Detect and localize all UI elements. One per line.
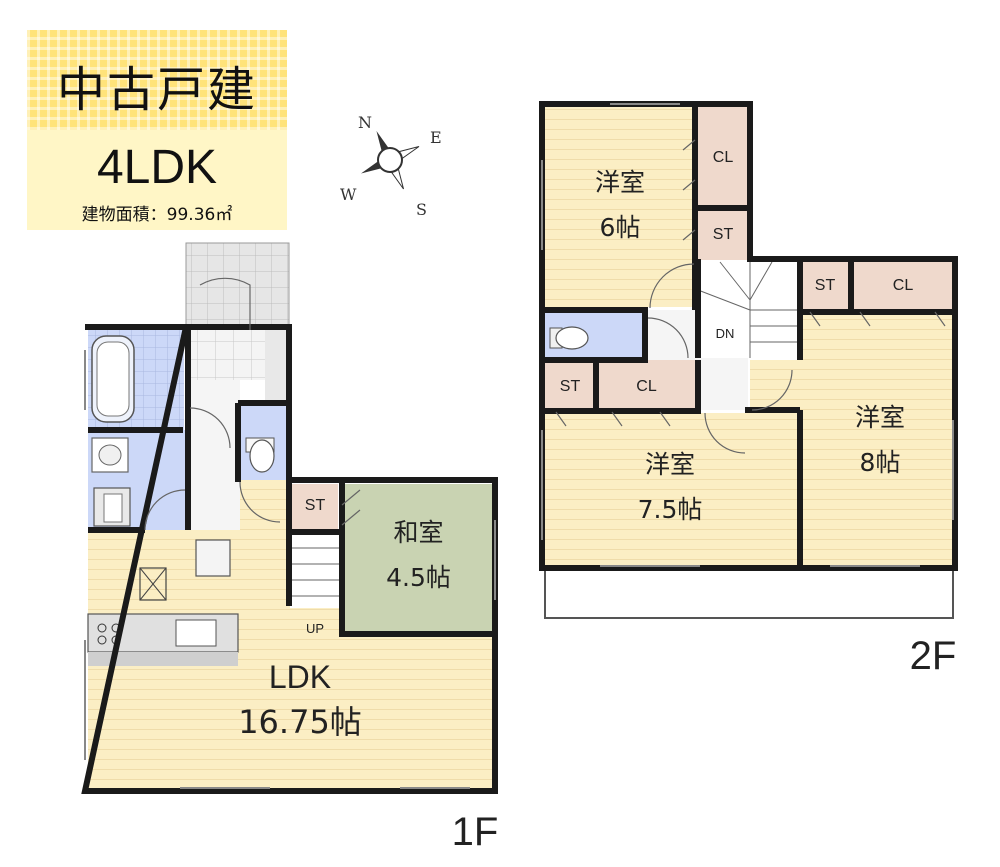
closet-lower [598,360,695,410]
entrance [190,330,265,380]
storage-right [800,262,850,310]
label-floor-2f: 2F [909,634,957,678]
label-st-1f: ST [304,497,326,514]
washitsu [345,484,492,634]
porch [185,242,290,329]
storage-1f [292,484,338,530]
storage-upper [698,210,748,260]
badge-bottom [27,130,287,230]
fridge-space [195,539,231,577]
label-st-upper: ST [712,226,734,243]
range-hood [139,567,167,601]
closet-upper [698,107,748,207]
label-room-8-size: 8帖 [859,448,901,477]
compass-e: E [430,128,442,147]
shoe-storage [265,330,287,402]
label-cl-lower: CL [636,378,657,395]
label-room-7-5-name: 洋室 [644,450,695,479]
second-floor [539,101,958,619]
label-up: UP [305,621,325,636]
label-dn: DN [715,326,735,341]
sink [175,619,217,647]
label-st-lower: ST [559,378,581,395]
compass-n: N [358,113,372,132]
label-cl-upper: CL [712,149,734,166]
label-ldk-name: LDK [268,659,332,695]
room-6 [545,107,695,307]
property-badge: 中古戸建 4LDK 建物面積：99.36㎡ [27,30,287,230]
balcony [544,565,954,619]
label-room-6-size: 6帖 [599,213,641,242]
room-7-5 [545,413,798,566]
label-cl-right: CL [892,277,914,294]
first-floor [81,242,498,794]
storage-lower [545,360,595,410]
label-room-8-name: 洋室 [854,403,905,432]
ldk-area [88,530,492,788]
label-washitsu-size: 4.5帖 [386,563,451,592]
closet-right [853,262,953,310]
compass-s: S [416,200,427,219]
badge-top [27,30,287,130]
staircase-1f [292,532,340,608]
label-ldk-size: 16.75帖 [238,703,362,741]
property-type: 中古戸建 [56,62,257,118]
label-floor-1f: 1F [451,810,499,854]
layout-type: 4LDK [96,141,218,194]
compass-w: W [340,185,357,204]
compass-icon [360,130,420,190]
label-room-7-5-size: 7.5帖 [637,495,703,524]
hallway-1f [190,380,240,530]
label-room-6-name: 洋室 [594,168,645,197]
floor-area: 建物面積：99.36㎡ [81,205,233,225]
label-st-right: ST [814,277,836,294]
hallway-1f-b [240,480,290,530]
label-washitsu-name: 和室 [393,518,444,547]
